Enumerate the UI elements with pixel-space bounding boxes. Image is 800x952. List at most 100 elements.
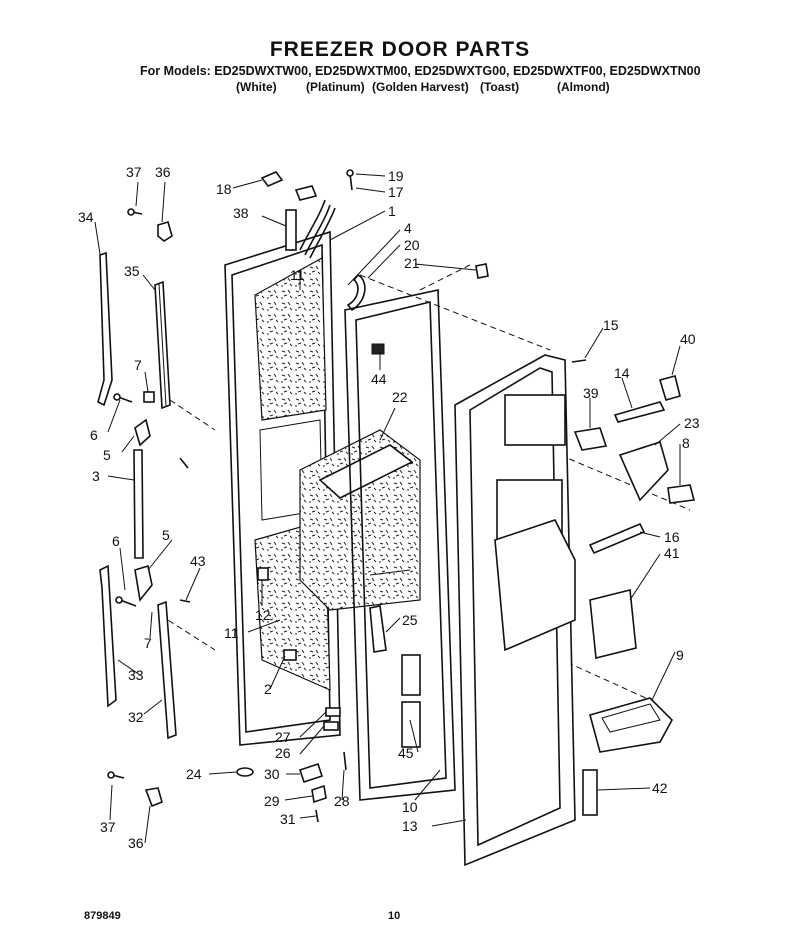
callout-21: 21 [404,255,420,271]
callout-11-lower: 11 [224,625,239,641]
callout-37: 37 [126,164,142,180]
callout-29: 29 [264,793,280,809]
bracket-12 [257,567,269,581]
screw-6-top [113,393,133,403]
hinge-cap-36-bottom [144,787,163,808]
plug-24 [236,767,254,777]
hinge-plate-30 [298,762,324,784]
inner-liner-13 [454,354,576,867]
trim-strip-35 [154,280,171,410]
diagram-code: 879849 [84,910,121,922]
connector-18 [260,171,284,187]
color-golden-harvest: (Golden Harvest) [372,80,469,94]
callout-2: 2 [264,681,272,697]
screw-43-bottom [179,599,191,603]
color-white: (White) [236,80,277,94]
trim-strip-33 [99,564,117,708]
hinge-29 [311,784,327,804]
callout-6: 6 [90,427,98,443]
page-number: 10 [388,910,401,922]
callout-4: 4 [404,220,412,236]
clip-8 [667,484,696,504]
hinge-bracket-5-top [134,418,151,447]
callout-37-lower: 37 [100,819,116,835]
callout-12: 12 [255,607,271,623]
trim-16 [588,522,646,555]
screw-37-bottom [107,771,125,779]
callout-5: 5 [103,447,111,463]
callout-23: 23 [684,415,700,431]
callout-22: 22 [392,389,408,405]
switch-2 [283,649,297,661]
callout-7-lower: 7 [144,635,152,651]
callout-14: 14 [614,365,630,381]
callout-18: 18 [216,181,232,197]
callout-16: 16 [664,529,680,545]
callout-24: 24 [186,766,202,782]
duct-38 [285,209,297,251]
callout-40: 40 [680,331,696,347]
color-almond: (Almond) [557,80,610,94]
callout-31: 31 [280,811,296,827]
screw-19 [346,169,354,191]
leader-lines [94,173,681,844]
callout-1: 1 [388,203,396,219]
callout-25: 25 [402,612,418,628]
callout-7: 7 [134,357,142,373]
hinge-27 [325,707,341,717]
callout-28: 28 [334,793,350,809]
callout-labels: 37 36 34 35 7 6 5 3 6 5 43 7 33 32 18 38… [78,164,700,851]
model-list: For Models: ED25DWXTW00, ED25DWXTM00, ED… [140,64,701,78]
callout-9: 9 [676,647,684,663]
chute-23 [618,440,669,502]
bracket-42 [582,769,598,816]
callout-5-lower: 5 [162,527,170,543]
callout-43: 43 [190,553,206,569]
callout-11: 11 [290,267,305,283]
rail-14 [613,401,666,423]
drip-tray-9 [589,697,673,753]
callout-27: 27 [275,729,291,745]
screw-31 [315,809,319,823]
dispenser-housing-22 [299,429,421,611]
screw-37-top [127,208,143,216]
screw-43-top [179,457,189,469]
callout-42: 42 [652,780,668,796]
callout-36: 36 [155,164,171,180]
screw-28 [343,751,347,771]
callout-10: 10 [402,799,418,815]
callout-3: 3 [92,468,100,484]
callout-8: 8 [682,435,690,451]
callout-34: 34 [78,209,94,225]
callout-39: 39 [583,385,599,401]
callout-20: 20 [404,237,420,253]
callout-45: 45 [398,745,414,761]
page-title: FREEZER DOOR PARTS [269,38,531,61]
color-platinum: (Platinum) [306,80,365,94]
callout-35: 35 [124,263,140,279]
door-gasket-10 [344,289,456,801]
vent-15 [571,359,587,363]
alignment-line [159,264,691,701]
callout-13: 13 [402,818,418,834]
callout-33: 33 [128,667,144,683]
paddle-39 [573,427,608,451]
callout-36-lower: 36 [128,835,144,851]
callout-41: 41 [664,545,680,561]
callout-19: 19 [388,168,404,184]
callout-38: 38 [233,205,249,221]
hinge-cap-36-top [157,221,173,242]
color-toast: (Toast) [480,80,520,94]
spacer-26 [323,721,339,731]
panel-41 [589,589,637,659]
callout-26: 26 [275,745,291,761]
bracket-45 [401,654,421,748]
connector-block [294,185,318,201]
tube-20 [346,273,366,312]
cap-40 [658,375,681,401]
screw-6-bottom [115,596,137,607]
callout-44: 44 [371,371,387,387]
hinge-pin-3 [133,449,144,559]
wire-harness [299,199,336,259]
trim-strip-34 [97,251,113,407]
